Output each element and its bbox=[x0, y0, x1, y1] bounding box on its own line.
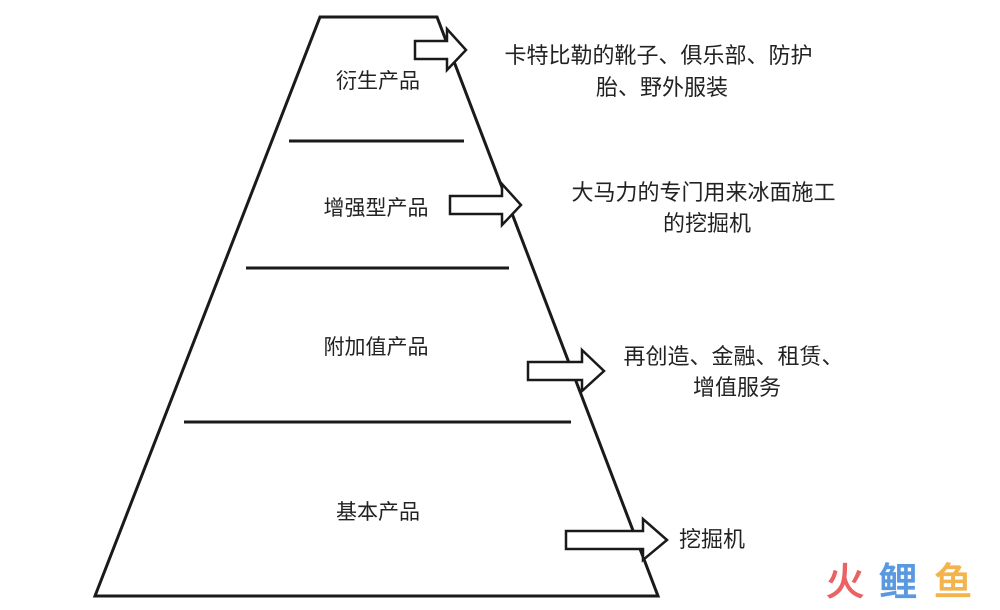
arrow-right-icon bbox=[564, 516, 669, 563]
description-line: 胎、野外服装 bbox=[596, 76, 728, 101]
description-line: 的挖掘机 bbox=[663, 212, 751, 237]
tier-description-enhanced: 大马力的专门用来冰面施工 的挖掘机 bbox=[571, 181, 842, 237]
description-line: 大马力的专门用来冰面施工 bbox=[571, 181, 835, 206]
watermark-glyph-2: 鲤 bbox=[879, 560, 917, 604]
watermark-logo: 火 鲤 鱼 bbox=[826, 560, 972, 604]
description-line: 再创造、金融、租赁、 bbox=[623, 345, 843, 370]
tier-description-value-added: 再创造、金融、租赁、 增值服务 bbox=[623, 345, 850, 401]
tier-label-derivative: 衍生产品 bbox=[336, 69, 420, 93]
tier-description-basic: 挖掘机 bbox=[679, 528, 745, 553]
description-line: 增值服务 bbox=[693, 376, 781, 401]
tier-description-derivative: 卡特比勒的靴子、俱乐部、防护 胎、野外服装 bbox=[504, 44, 819, 101]
description-line: 卡特比勒的靴子、俱乐部、防护 bbox=[504, 44, 812, 69]
tier-label-value-added: 附加值产品 bbox=[324, 335, 429, 359]
arrow-right-icon bbox=[448, 180, 523, 229]
tier-label-enhanced: 增强型产品 bbox=[324, 196, 429, 220]
tier-label-basic: 基本产品 bbox=[336, 500, 420, 524]
watermark-glyph-1: 火 bbox=[826, 560, 864, 604]
arrow-right-icon bbox=[526, 347, 606, 394]
arrow-right-icon bbox=[413, 25, 468, 74]
pyramid-outline bbox=[92, 15, 661, 598]
description-line: 挖掘机 bbox=[679, 528, 745, 553]
watermark-glyph-3: 鱼 bbox=[934, 560, 972, 604]
